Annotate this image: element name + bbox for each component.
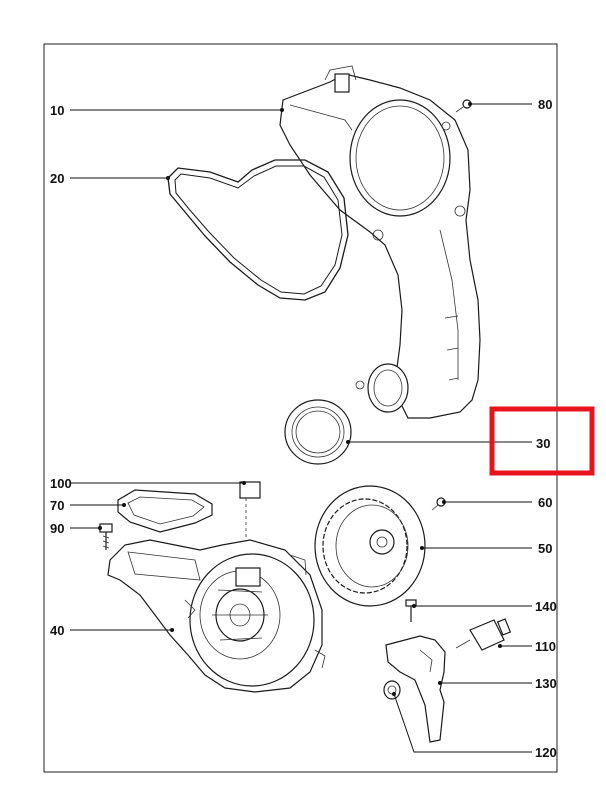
part-60-screw[interactable] [431, 497, 446, 511]
part-90-screw[interactable] [99, 523, 113, 550]
callout-label-60: 60 [538, 495, 552, 510]
callout-label-120: 120 [535, 745, 557, 760]
part-100-connector[interactable] [239, 481, 261, 560]
part-140-screw[interactable] [405, 599, 417, 622]
part-10-air-duct-housing[interactable] [279, 65, 481, 419]
callout-140: 140 [412, 599, 557, 614]
callout-label-10: 10 [50, 103, 64, 118]
callout-120: 120 [392, 692, 557, 760]
part-40-blower-housing[interactable] [107, 539, 326, 693]
callout-20: 20 [50, 171, 170, 186]
callout-110: 110 [498, 639, 556, 654]
callout-label-70: 70 [50, 498, 64, 513]
part-80-screw[interactable] [455, 99, 472, 113]
part-120-grommet[interactable] [383, 680, 401, 700]
callout-label-30: 30 [536, 436, 550, 451]
part-70-filter-gasket[interactable] [117, 489, 213, 533]
callout-60: 60 [442, 495, 552, 510]
callout-label-80: 80 [538, 97, 552, 112]
part-30-seal-ring[interactable] [284, 399, 352, 465]
callout-label-140: 140 [535, 599, 557, 614]
callout-label-50: 50 [538, 541, 552, 556]
callout-100: 100 [50, 476, 246, 491]
callout-label-40: 40 [50, 623, 64, 638]
callout-label-100: 100 [50, 476, 72, 491]
callout-label-20: 20 [50, 171, 64, 186]
callout-40: 40 [50, 623, 174, 638]
part-110-sensor[interactable] [455, 618, 512, 651]
callout-50: 50 [420, 541, 552, 556]
callout-label-110: 110 [535, 639, 556, 654]
callout-80: 80 [468, 97, 552, 112]
callout-90: 90 [50, 521, 102, 536]
callout-70: 70 [50, 498, 126, 513]
callout-30: 30 [346, 436, 550, 451]
callout-label-130: 130 [535, 676, 557, 691]
part-130-bracket[interactable] [385, 635, 446, 743]
part-20-gasket[interactable] [167, 159, 349, 301]
callout-10: 10 [50, 103, 284, 118]
part-50-impeller[interactable] [314, 485, 426, 607]
highlight-box [489, 406, 595, 476]
callout-label-90: 90 [50, 521, 64, 536]
callout-130: 130 [438, 676, 557, 691]
